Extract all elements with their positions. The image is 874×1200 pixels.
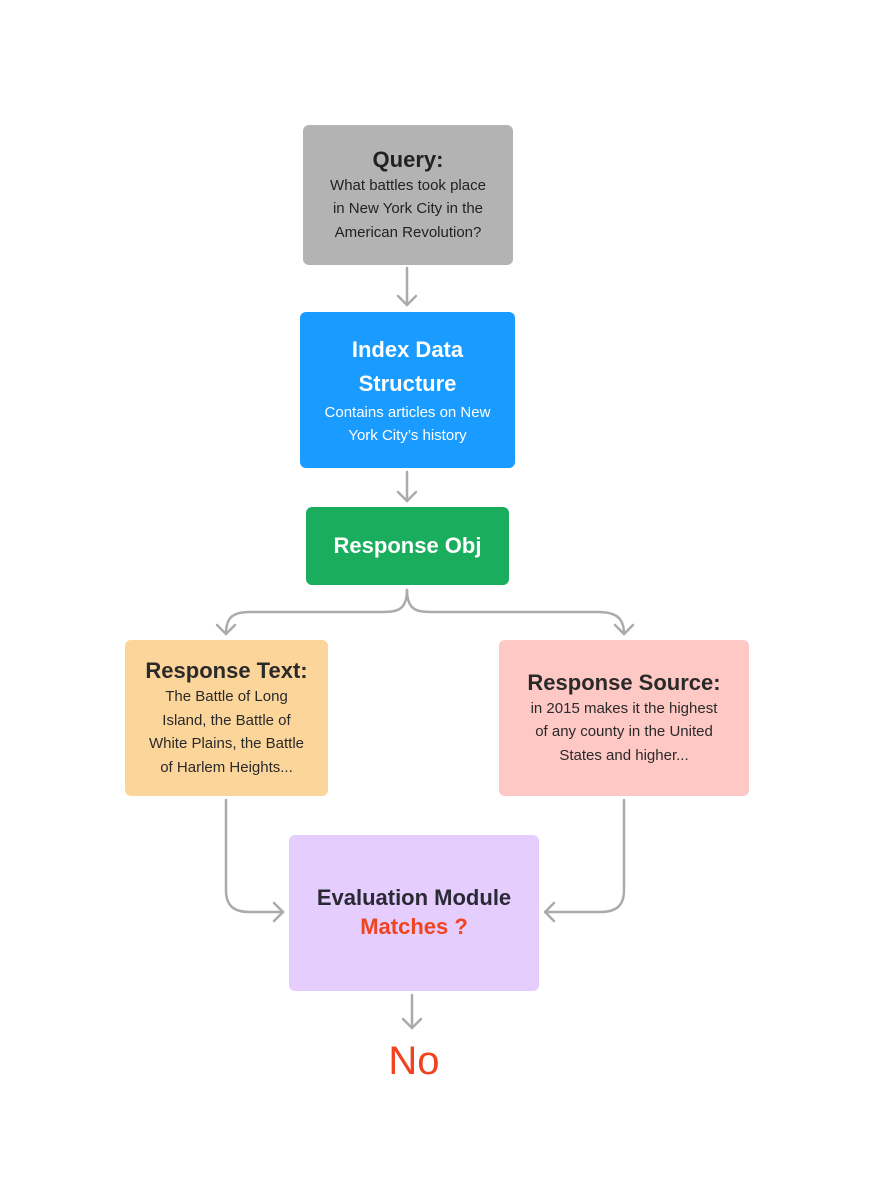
evaluation-matches-label: Matches ? [360, 914, 468, 939]
response-source-line: of any county in the United [535, 723, 713, 741]
index-title-line: Index Data [351, 336, 464, 362]
query-title: Query: [372, 146, 444, 172]
query-text-line: American Revolution? [334, 223, 482, 241]
arrow-response-obj-to-response-source [405, 588, 635, 636]
response-source-line: in 2015 makes it the highest [530, 699, 718, 717]
query-text-line: What battles took place [330, 176, 486, 194]
arrow-index-to-response-obj [396, 470, 418, 503]
response-obj-node: Response Obj [306, 507, 509, 585]
result-label: No [388, 1039, 440, 1083]
response-text-line: of Harlem Heights... [160, 758, 293, 776]
arrow-evaluation-to-result [401, 993, 423, 1030]
response-text-node: Response Text: The Battle of Long Island… [125, 640, 328, 796]
index-text-line: Contains articles on New [324, 403, 491, 421]
arrow-response-text-to-evaluation [224, 798, 285, 923]
query-node: Query: What battles took place in New Yo… [303, 125, 513, 265]
response-source-title: Response Source: [527, 669, 721, 695]
arrow-query-to-index [396, 266, 418, 307]
response-source-node: Response Source: in 2015 makes it the hi… [499, 640, 749, 796]
query-text-line: in New York City in the [332, 200, 484, 218]
index-text-line: York City’s history [348, 427, 467, 444]
response-text-line: The Battle of Long [165, 688, 288, 705]
arrow-response-obj-to-response-text [215, 588, 409, 636]
evaluation-title: Evaluation Module [316, 885, 512, 910]
response-text-line: White Plains, the Battle [148, 735, 305, 752]
arrow-response-source-to-evaluation [543, 798, 626, 923]
index-node: Index Data Structure Contains articles o… [300, 312, 515, 468]
response-text-line: Island, the Battle of [162, 711, 291, 729]
index-title-line: Structure [358, 370, 457, 396]
response-obj-title: Response Obj [333, 533, 482, 558]
evaluation-node: Evaluation Module Matches ? [289, 835, 539, 991]
response-text-title: Response Text: [145, 658, 308, 683]
response-source-line: States and higher... [559, 746, 689, 764]
